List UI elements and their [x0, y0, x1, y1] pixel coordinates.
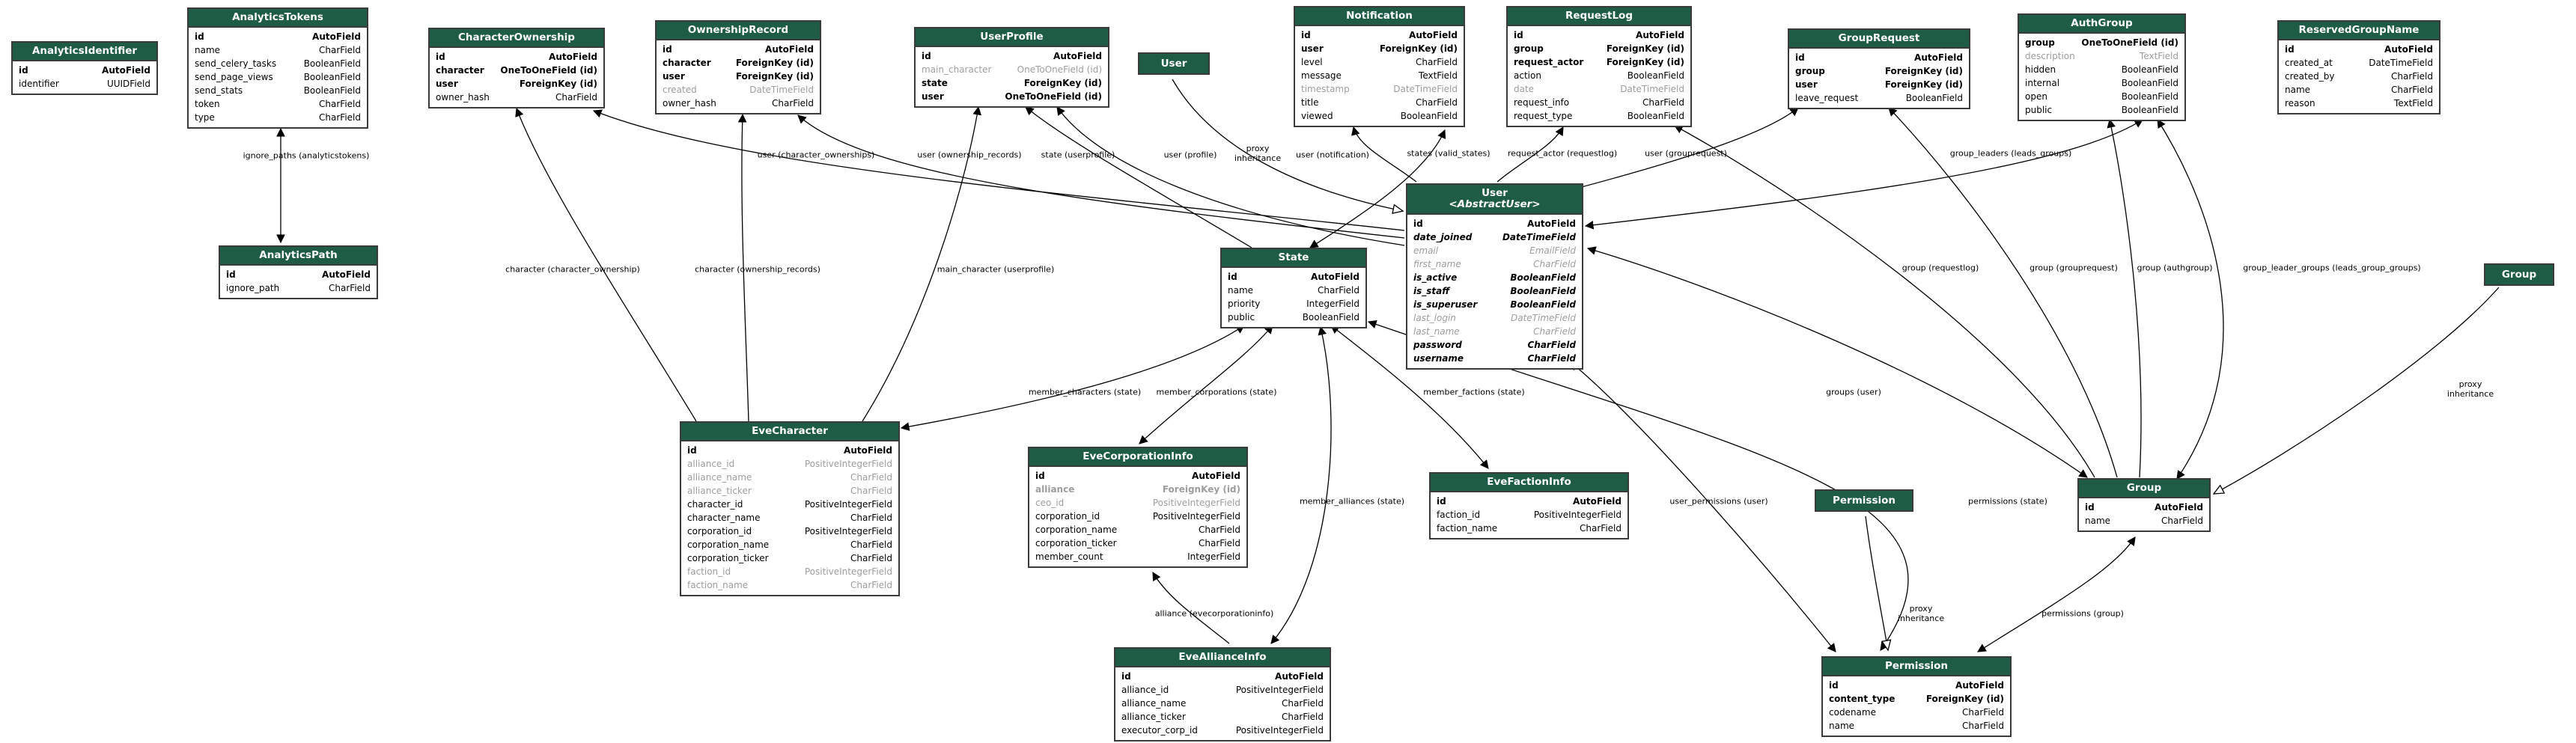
edge-request-actor-requestlog	[1496, 126, 1564, 183]
edge-character-character-ownership	[515, 107, 697, 422]
edge-main-character-userprofile	[862, 106, 982, 422]
edge-proxy-permission-inheritance	[1865, 516, 1888, 650]
edge-member-alliances-state	[1270, 325, 1332, 644]
edge-alliance-evecorporationinfo	[1152, 571, 1230, 644]
edge-member-characters-state	[900, 325, 1245, 431]
edge-group-requestlog	[1673, 125, 2095, 478]
edge-user-character-ownerships	[592, 109, 1405, 231]
edge-group-leaders-leads-groups	[1584, 119, 2143, 230]
edge-group-authgroup	[2107, 118, 2142, 478]
edge-proxy-group-inheritance	[2214, 287, 2500, 494]
edge-group-leader-groups	[2157, 119, 2224, 480]
edge-state-userprofile	[1025, 106, 1252, 248]
edge-permissions-group	[1977, 536, 2136, 652]
edge-user-grouprequest	[1575, 107, 1799, 189]
edge-groups-user	[1586, 246, 2088, 478]
edge-permissions-state	[1367, 319, 1909, 651]
edge-user-ownership-records	[797, 114, 1405, 239]
edge-member-factions-state	[1330, 325, 1489, 469]
edge-user-notification	[1351, 126, 1417, 183]
edge-character-ownership-records	[737, 113, 749, 422]
edge-member-corporations-state	[1139, 325, 1273, 444]
edge-user-permissions-user	[1570, 361, 1836, 652]
edge-states-valid-states	[1309, 129, 1446, 248]
edge-proxy-user-inheritance	[1172, 79, 1403, 211]
